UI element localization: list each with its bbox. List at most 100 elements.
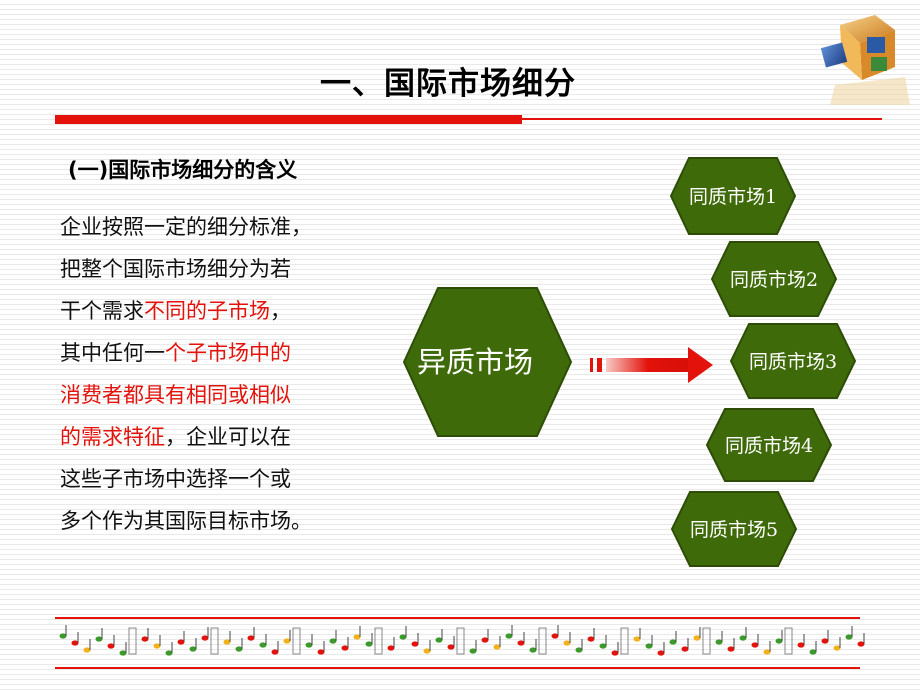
highlighted-text: 的需求特征 xyxy=(60,425,165,449)
music-note-icon xyxy=(857,641,865,647)
music-note-icon xyxy=(715,639,723,645)
music-note-icon xyxy=(141,636,149,642)
homogeneous-market-node-1: 同质市场1 xyxy=(669,157,797,235)
music-note-icon xyxy=(493,644,501,650)
music-note-icon xyxy=(587,636,595,642)
music-note-icon xyxy=(821,638,829,644)
music-note-icon xyxy=(575,647,583,653)
homogeneous-market-label-4: 同质市场4 xyxy=(725,435,813,457)
title-underline-line xyxy=(522,118,882,120)
music-note-icon xyxy=(447,644,455,650)
footer-line-top xyxy=(55,617,860,619)
music-note-icon xyxy=(809,649,817,655)
music-note-icon xyxy=(751,642,759,648)
paragraph-line: 企业按照一定的细分标准， xyxy=(60,206,360,248)
staff-bar-icon xyxy=(620,627,629,655)
music-note-icon xyxy=(399,634,407,640)
music-note-icon xyxy=(797,642,805,648)
staff-bar-icon xyxy=(374,627,383,655)
music-note-icon xyxy=(845,634,853,640)
segmentation-arrow xyxy=(590,347,713,383)
music-note-icon xyxy=(247,635,255,641)
music-note-icon xyxy=(611,650,619,656)
music-note-icon xyxy=(223,639,231,645)
music-note-icon xyxy=(481,637,489,643)
music-note-icon xyxy=(305,642,313,648)
music-note-icon xyxy=(235,646,243,652)
music-note-icon xyxy=(505,633,513,639)
paragraph-text: 干个需求 xyxy=(60,299,144,323)
staff-bar-icon xyxy=(538,627,547,655)
highlighted-text: 不同的子市场 xyxy=(144,299,270,323)
slide-title: 一、国际市场细分 xyxy=(320,66,576,102)
paragraph-text: 这些子市场中选择一个或 xyxy=(60,467,291,491)
music-note-icon xyxy=(317,649,325,655)
paragraph-text: 把整个国际市场细分为若 xyxy=(60,257,291,281)
paragraph-line: 消费者都具有相同或相似 xyxy=(60,374,360,416)
music-note-icon xyxy=(59,633,67,639)
homogeneous-market-node-4: 同质市场4 xyxy=(705,408,833,482)
highlighted-text: 个子市场中的 xyxy=(165,341,291,365)
music-note-icon xyxy=(341,645,349,651)
music-note-icon xyxy=(563,640,571,646)
staff-bar-icon xyxy=(784,627,793,655)
homogeneous-market-node-3: 同质市场3 xyxy=(729,323,857,399)
paragraph-line: 干个需求不同的子市场， xyxy=(60,290,360,332)
paragraph-line: 的需求特征，企业可以在 xyxy=(60,416,360,458)
music-note-icon xyxy=(517,640,525,646)
paragraph-line: 其中任何一个子市场中的 xyxy=(60,332,360,374)
highlighted-text: 消费者都具有相同或相似 xyxy=(60,383,291,407)
music-note-icon xyxy=(435,637,443,643)
paragraph-line: 这些子市场中选择一个或 xyxy=(60,458,360,500)
decorative-cubes-graphic xyxy=(820,15,910,105)
music-note-icon xyxy=(83,647,91,653)
music-note-icon xyxy=(727,646,735,652)
music-note-icon xyxy=(693,635,701,641)
music-note-icon xyxy=(669,639,677,645)
decorative-music-notes-strip xyxy=(59,625,865,656)
music-note-icon xyxy=(469,648,477,654)
heterogeneous-market-node: 异质市场 xyxy=(402,287,573,437)
music-note-icon xyxy=(645,643,653,649)
music-note-icon xyxy=(107,643,115,649)
title-underline-bar xyxy=(55,115,522,124)
music-note-icon xyxy=(271,649,279,655)
music-note-icon xyxy=(365,641,373,647)
music-note-icon xyxy=(153,643,161,649)
music-note-icon xyxy=(119,650,127,656)
staff-bar-icon xyxy=(292,627,301,655)
music-note-icon xyxy=(71,640,79,646)
paragraph-line: 多个作为其国际目标市场。 xyxy=(60,500,360,542)
music-note-icon xyxy=(259,642,267,648)
music-note-icon xyxy=(283,638,291,644)
homogeneous-market-label-5: 同质市场5 xyxy=(690,519,778,541)
music-note-icon xyxy=(833,645,841,651)
music-note-icon xyxy=(599,643,607,649)
homogeneous-market-node-5: 同质市场5 xyxy=(670,491,798,567)
paragraph-text: 多个作为其国际目标市场。 xyxy=(60,509,312,533)
music-note-icon xyxy=(177,639,185,645)
music-note-icon xyxy=(423,648,431,654)
music-note-icon xyxy=(739,635,747,641)
homogeneous-market-node-2: 同质市场2 xyxy=(710,241,838,317)
music-note-icon xyxy=(657,650,665,656)
music-note-icon xyxy=(329,638,337,644)
homogeneous-market-label-3: 同质市场3 xyxy=(749,351,837,373)
music-note-icon xyxy=(411,641,419,647)
music-note-icon xyxy=(201,635,209,641)
staff-bar-icon xyxy=(128,627,137,655)
heterogeneous-market-label: 异质市场 xyxy=(417,345,533,379)
staff-bar-icon xyxy=(702,627,711,655)
music-note-icon xyxy=(763,649,771,655)
homogeneous-market-label-1: 同质市场1 xyxy=(689,186,777,208)
paragraph-line: 把整个国际市场细分为若 xyxy=(60,248,360,290)
staff-bar-icon xyxy=(456,627,465,655)
paragraph-text: 其中任何一 xyxy=(60,341,165,365)
paragraph-text: 企业按照一定的细分标准， xyxy=(60,215,312,239)
definition-paragraph: 企业按照一定的细分标准， 把整个国际市场细分为若 干个需求不同的子市场， 其中任… xyxy=(60,206,360,542)
footer-line-bottom xyxy=(55,667,860,669)
music-note-icon xyxy=(95,636,103,642)
music-note-icon xyxy=(775,638,783,644)
music-note-icon xyxy=(189,646,197,652)
